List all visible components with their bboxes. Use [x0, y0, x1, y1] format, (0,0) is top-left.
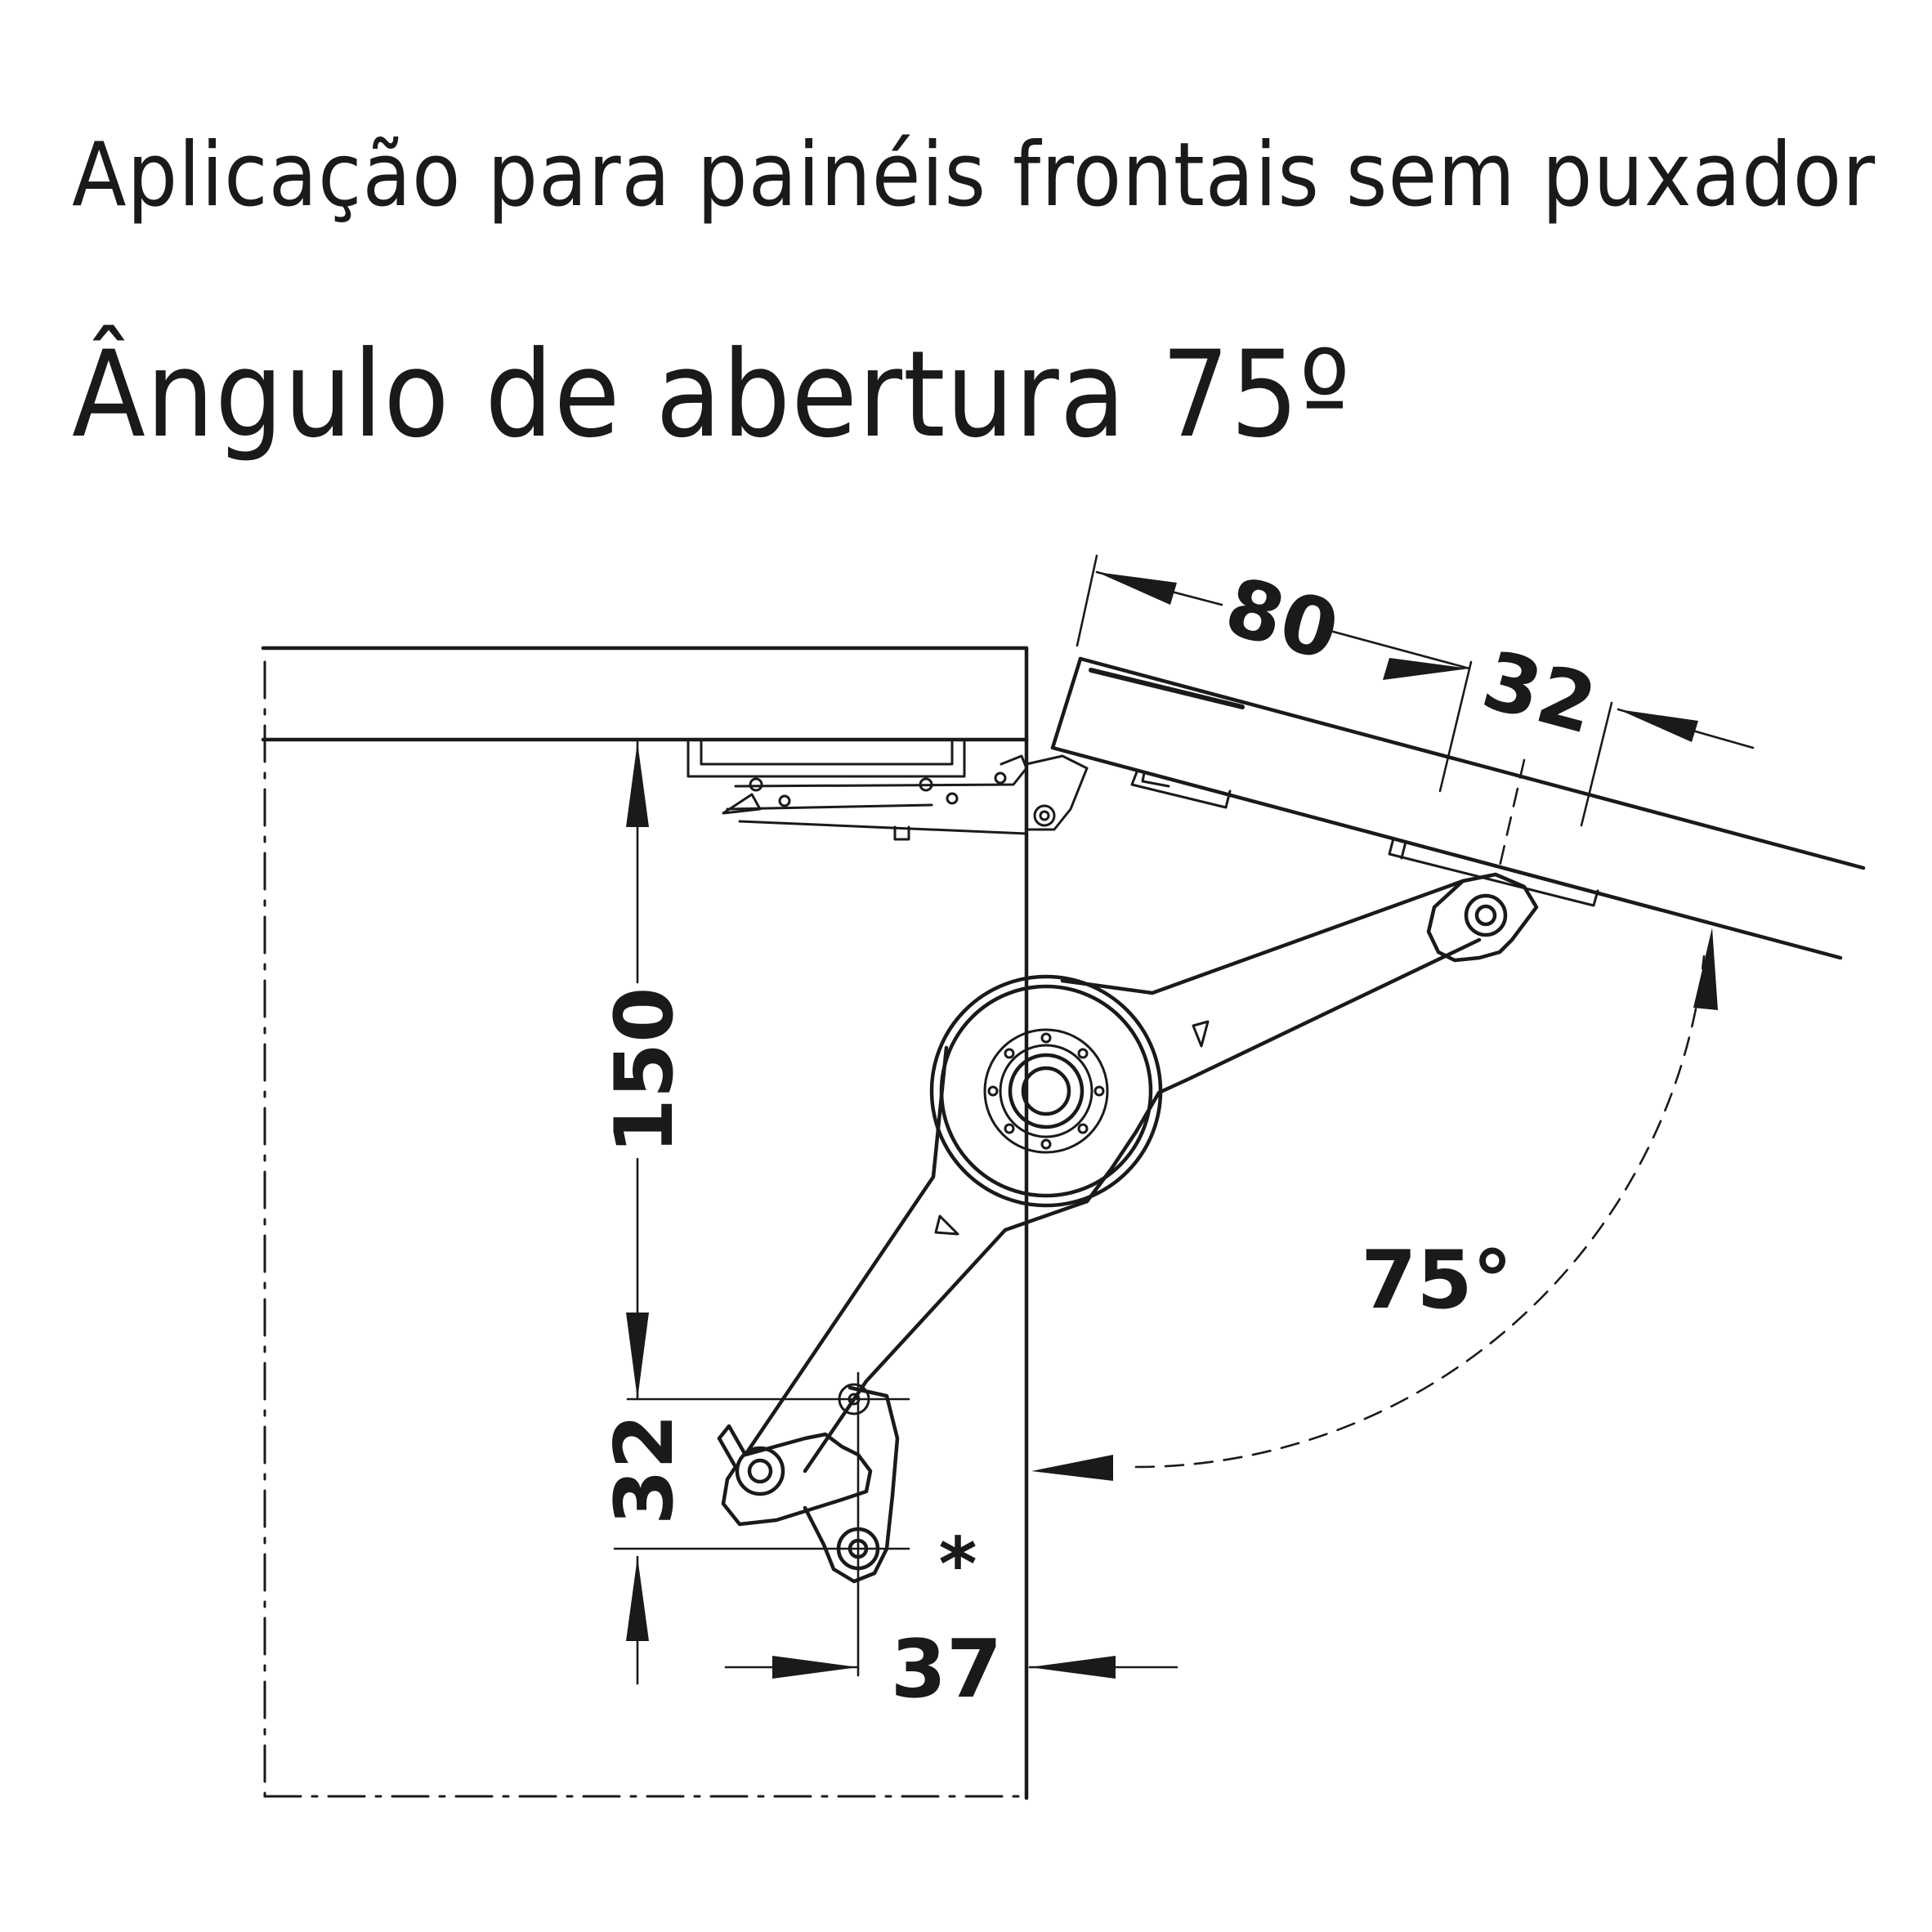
lift-housing [686, 740, 1089, 841]
open-flap [1050, 656, 1866, 960]
dimension-label-32-flap: 32 [1474, 633, 1605, 752]
cabinet-outline-dashdot [263, 660, 1023, 1798]
dimension-label-32-vertical: 32 [598, 1414, 691, 1525]
dimension-label-angle: 75° [1361, 1234, 1512, 1327]
lift-arms [717, 872, 1539, 1584]
dimension-32-flap: 32 [1474, 633, 1755, 868]
note-asterisk: * [938, 1522, 977, 1608]
dimension-32-vertical: 32 [598, 1414, 910, 1685]
dimension-angle-75: 75° [1031, 928, 1718, 1481]
subtitle: Ângulo de abertura 75º [72, 325, 1351, 464]
dimension-37: 37 [724, 1371, 1178, 1716]
dimension-150: 150 [598, 740, 910, 1401]
dimension-label-150: 150 [598, 987, 691, 1155]
dimension-label-80: 80 [1216, 560, 1348, 678]
dimension-label-37: 37 [891, 1623, 1002, 1716]
title: Aplicação para painéis frontais sem puxa… [72, 124, 1876, 226]
